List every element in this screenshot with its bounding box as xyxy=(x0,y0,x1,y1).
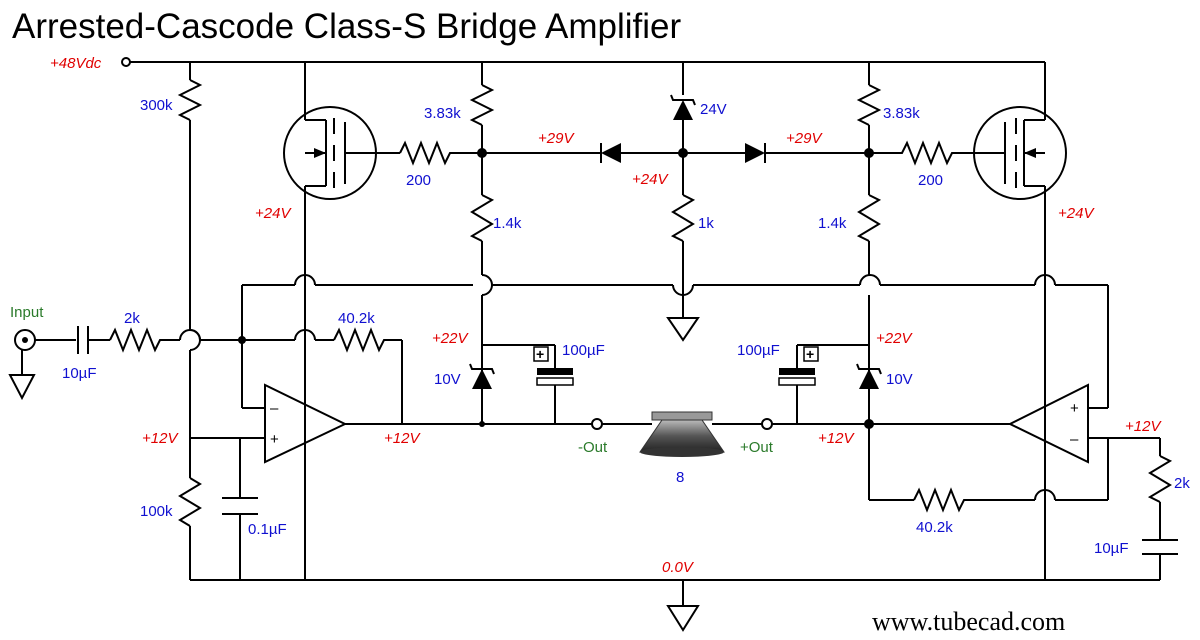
ground-rail xyxy=(190,579,1160,632)
bias-capacitor-value: 0.1µF xyxy=(248,521,287,538)
left-divider xyxy=(469,62,600,427)
pos-output-label: +Out xyxy=(740,439,774,456)
left-zener-voltage: +22V xyxy=(432,330,469,347)
bias-top-resistor-value: 300k xyxy=(140,97,173,114)
center-zener-icon xyxy=(670,62,696,195)
left-output-voltage: +12V xyxy=(384,430,421,447)
bias-voltage-label: +12V xyxy=(142,430,179,447)
center-resistor-value: 1k xyxy=(698,215,714,232)
right-bulk-capacitor-icon: + xyxy=(778,344,869,424)
pos-output-terminal xyxy=(761,418,773,430)
page-title: Arrested-Cascode Class-S Bridge Amplifie… xyxy=(12,7,681,46)
right-input-voltage: +12V xyxy=(1125,418,1162,435)
supply-rail xyxy=(121,57,1045,67)
right-divider-bottom-value: 1.4k xyxy=(818,215,847,232)
right-feedback-resistor-value: 40.2k xyxy=(916,519,953,536)
left-zener-value: 10V xyxy=(434,371,461,388)
right-input-capacitor-value: 10µF xyxy=(1094,540,1129,557)
left-divider-bottom-value: 1.4k xyxy=(493,215,522,232)
bias-bottom-resistor-value: 100k xyxy=(140,503,173,520)
input-label: Input xyxy=(10,304,44,321)
speaker-impedance: 8 xyxy=(676,469,684,486)
right-zener-voltage: +22V xyxy=(876,330,913,347)
left-bulk-capacitor-value: 100µF xyxy=(562,342,605,359)
right-input-network xyxy=(1142,438,1178,580)
bias-divider xyxy=(177,62,265,580)
right-feedback-network xyxy=(869,438,1109,513)
input-jack-icon xyxy=(8,329,76,401)
input-resistor-value: 2k xyxy=(124,310,140,327)
left-mosfet-icon xyxy=(283,62,400,580)
left-source-voltage: +24V xyxy=(255,205,292,222)
website-url: www.tubecad.com xyxy=(872,607,1065,636)
left-bulk-capacitor-icon: + xyxy=(533,345,574,424)
right-gate-resistor-icon xyxy=(869,140,970,166)
svg-text:+: + xyxy=(536,346,544,362)
svg-text:+: + xyxy=(1070,400,1079,417)
right-bulk-capacitor-value: 100µF xyxy=(737,342,780,359)
left-diode-icon xyxy=(600,143,683,163)
right-source-voltage: +24V xyxy=(1058,205,1095,222)
neg-output-terminal xyxy=(591,418,603,430)
speaker-icon xyxy=(602,411,762,457)
right-mosfet-icon xyxy=(970,62,1067,580)
center-resistor-icon xyxy=(666,194,700,342)
center-node-voltage: +24V xyxy=(632,171,669,188)
neg-output-label: -Out xyxy=(578,439,608,456)
left-gate-resistor-value: 200 xyxy=(406,172,431,189)
left-node-voltage: +29V xyxy=(538,130,575,147)
input-capacitor-value: 10µF xyxy=(62,365,97,382)
right-divider xyxy=(765,62,882,500)
right-gate-resistor-value: 200 xyxy=(918,172,943,189)
right-node-voltage: +29V xyxy=(786,130,823,147)
svg-text:+: + xyxy=(270,431,279,448)
right-zener-value: 10V xyxy=(886,371,913,388)
left-zener-icon xyxy=(469,344,555,389)
input-capacitor-icon xyxy=(77,326,110,354)
svg-text:+: + xyxy=(806,346,814,362)
svg-text:–: – xyxy=(270,400,279,417)
right-diode-icon xyxy=(683,143,766,163)
left-gate-resistor-icon xyxy=(399,140,482,166)
input-resistor-icon xyxy=(109,327,242,353)
right-output-voltage: +12V xyxy=(818,430,855,447)
svg-text:–: – xyxy=(1070,431,1079,448)
left-divider-top-value: 3.83k xyxy=(424,105,461,122)
right-divider-top-value: 3.83k xyxy=(883,105,920,122)
ground-voltage-label: 0.0V xyxy=(662,559,695,576)
left-feedback-resistor-value: 40.2k xyxy=(338,310,375,327)
right-input-resistor-value: 2k xyxy=(1174,475,1190,492)
right-output-wire xyxy=(772,419,1010,429)
rail-voltage-label: +48Vdc xyxy=(50,55,102,72)
center-zener-value: 24V xyxy=(700,101,727,118)
right-opamp-icon: + – xyxy=(1007,383,1160,464)
